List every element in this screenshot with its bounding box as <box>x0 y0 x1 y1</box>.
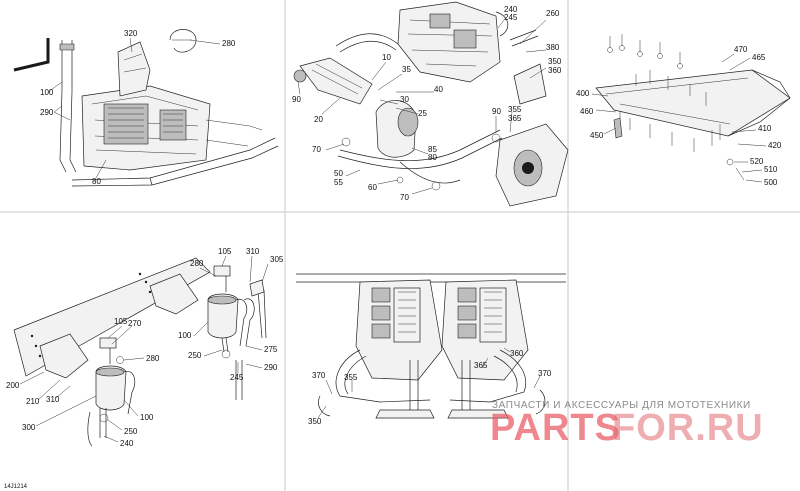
callout-360: 360 <box>510 349 524 358</box>
callout-410: 410 <box>758 124 772 133</box>
callout-355: 355 <box>344 373 358 382</box>
callout-250-right: 250 <box>188 351 202 360</box>
callout-280-left: 280 <box>146 354 160 363</box>
callout-90-right: 90 <box>492 107 501 116</box>
callout-275: 275 <box>264 345 278 354</box>
reference-code: 14J1214 <box>4 484 28 490</box>
site-watermark: ЗАПЧАСТИ И АКСЕССУАРЫ ДЛЯ МОТОТЕХНИКИ PA… <box>490 400 764 449</box>
callout-240: 240 <box>120 439 134 448</box>
callout-210: 210 <box>26 397 40 406</box>
callout-70-lower: 70 <box>400 193 409 202</box>
callout-55: 55 <box>334 178 343 187</box>
callout-320: 320 <box>124 29 138 38</box>
callout-25: 25 <box>418 109 427 118</box>
callout-240: 240 <box>504 5 518 14</box>
panel-mounting-plate: 470 465 400 460 450 410 420 520 510 500 <box>576 34 791 187</box>
callout-250-left: 250 <box>124 427 138 436</box>
callout-380: 380 <box>546 43 560 52</box>
watermark-logo-parts: PARTS <box>490 407 621 449</box>
callout-105-left: 105 <box>114 317 128 326</box>
callout-365: 365 <box>508 114 522 123</box>
callout-80: 80 <box>428 153 437 162</box>
callout-300: 300 <box>22 423 36 432</box>
callout-310-right: 310 <box>246 247 260 256</box>
callout-20: 20 <box>314 115 323 124</box>
callout-100-right: 100 <box>178 331 192 340</box>
callout-80: 80 <box>92 177 101 186</box>
callout-30: 30 <box>400 95 409 104</box>
panel-engine-views: 370 355 350 365 360 370 <box>296 273 566 426</box>
watermark-caption: ЗАПЧАСТИ И АКСЕССУАРЫ ДЛЯ МОТОТЕХНИКИ <box>492 400 751 411</box>
callout-360: 360 <box>548 66 562 75</box>
callout-450: 450 <box>590 131 604 140</box>
callout-290: 290 <box>264 363 278 372</box>
callout-470: 470 <box>734 45 748 54</box>
callout-200: 200 <box>6 381 20 390</box>
callout-510: 510 <box>764 165 778 174</box>
callout-280-right: 280 <box>190 259 204 268</box>
callout-520: 520 <box>750 157 764 166</box>
panel-intake-hoses: 240 245 260 380 350 360 10 35 40 30 25 9… <box>292 1 569 207</box>
callout-305: 305 <box>270 255 284 264</box>
callout-270: 270 <box>128 319 142 328</box>
callout-85: 85 <box>428 145 437 154</box>
callout-100: 100 <box>40 88 54 97</box>
callout-420: 420 <box>768 141 782 150</box>
watermark-logo-for: FOR.RU <box>612 407 764 449</box>
panel-engine-side: 320 280 100 290 80 <box>13 29 279 187</box>
callout-290: 290 <box>40 108 54 117</box>
callout-105-right: 105 <box>218 247 232 256</box>
panel-reservoirs: 105 310 305 280 100 250 275 245 290 105 … <box>6 247 284 448</box>
callout-460: 460 <box>580 107 594 116</box>
callout-60: 60 <box>368 183 377 192</box>
callout-310-left: 310 <box>46 395 60 404</box>
callout-50: 50 <box>334 169 343 178</box>
callout-90-left: 90 <box>292 95 301 104</box>
callout-400: 400 <box>576 89 590 98</box>
callout-465: 465 <box>752 53 766 62</box>
callout-370-right: 370 <box>538 369 552 378</box>
callout-100-left: 100 <box>140 413 154 422</box>
callout-355: 355 <box>508 105 522 114</box>
callout-35: 35 <box>402 65 411 74</box>
callout-350: 350 <box>308 417 322 426</box>
callout-350: 350 <box>548 57 562 66</box>
callout-70-upper: 70 <box>312 145 321 154</box>
callout-370-left: 370 <box>312 371 326 380</box>
callout-500: 500 <box>764 178 778 187</box>
callout-10: 10 <box>382 53 391 62</box>
callout-40: 40 <box>434 85 443 94</box>
callout-245: 245 <box>230 373 244 382</box>
callout-280: 280 <box>222 39 236 48</box>
callout-245: 245 <box>504 13 518 22</box>
callout-260: 260 <box>546 9 560 18</box>
callout-365: 365 <box>474 361 488 370</box>
